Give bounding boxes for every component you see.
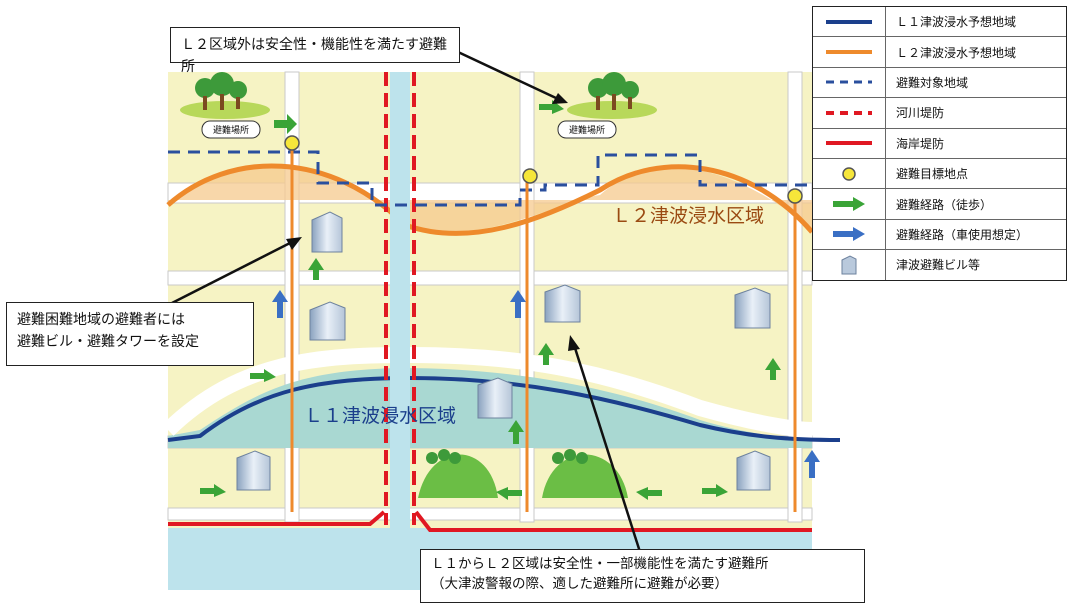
river [390,72,410,542]
legend-row-l2: Ｌ２津波浸水予想地域 [813,37,1066,68]
evacuation-buildings [236,211,771,491]
coastal-hill-right [542,449,628,498]
callout-bottom: Ｌ１からＬ２区域は安全性・一部機能性を満たす避難所 （大津波警報の際、適した避難… [420,549,865,603]
red-line-icon [813,128,886,158]
legend: Ｌ１津波浸水予想地域 Ｌ２津波浸水予想地域 避難対象地域 河川堤防 海岸堤防 避… [812,6,1067,281]
coastal-dike [168,510,812,532]
shelter-label-right: 避難場所 [557,120,617,139]
shelter-label-left: 避難場所 [201,120,261,139]
yellow-dot-icon [813,158,886,189]
river-dike [384,72,416,525]
building-icon [813,250,886,280]
legend-row-evac-building: 津波避難ビル等 [813,250,1066,280]
legend-row-car-route: 避難経路（車使用想定） [813,219,1066,251]
l1-levee-band [162,346,813,438]
l2-zone-label: Ｌ２津波浸水区域 [612,205,764,227]
coastal-hill-left [418,449,498,498]
shelter-label-text: 避難場所 [569,124,605,136]
evacuation-area-boundary [168,150,812,207]
walk-arrows [200,100,781,500]
navy-line-icon [813,7,886,37]
legend-row-walk-route: 避難経路（徒歩） [813,189,1066,220]
callout-left-line2: 避難ビル・避難タワーを設定 [17,334,199,350]
legend-row-l1: Ｌ１津波浸水予想地域 [813,7,1066,38]
green-arrow-icon [813,189,886,219]
target-points [284,135,803,204]
callout-top-text: Ｌ２区域外は安全性・機能性を満たす避難所 [181,37,447,75]
shelter-park-right [567,72,657,119]
shelter-park-left [180,72,270,119]
legend-row-river-dike: 河川堤防 [813,98,1066,129]
callout-left: 避難困難地域の避難者には 避難ビル・避難タワーを設定 [6,302,254,366]
legend-row-coastal-dike: 海岸堤防 [813,128,1066,159]
l1-inundation-line [167,375,841,442]
l1-zone-label: Ｌ１津波浸水区域 [304,405,456,427]
blue-arrow-icon [813,219,886,250]
shelter-label-text: 避難場所 [213,124,249,136]
legend-row-evac-area: 避難対象地域 [813,67,1066,99]
red-dashed-line-icon [813,98,886,128]
callout-leaders [171,50,642,553]
land-area [168,72,812,542]
callout-left-line1: 避難困難地域の避難者には [17,312,185,328]
car-arrows [272,290,820,478]
orange-line-icon [813,37,886,67]
legend-row-target-point: 避難目標地点 [813,158,1066,190]
callout-top: Ｌ２区域外は安全性・機能性を満たす避難所 [170,27,460,75]
l2-inundation-line [166,163,814,236]
callout-bottom-line2: （大津波警報の際、適した避難所に避難が必要） [431,576,728,592]
blue-dashed-line-icon [813,67,886,98]
evacuation-route-lines [290,145,797,512]
callout-bottom-line1: Ｌ１からＬ２区域は安全性・一部機能性を満たす避難所 [431,556,769,572]
